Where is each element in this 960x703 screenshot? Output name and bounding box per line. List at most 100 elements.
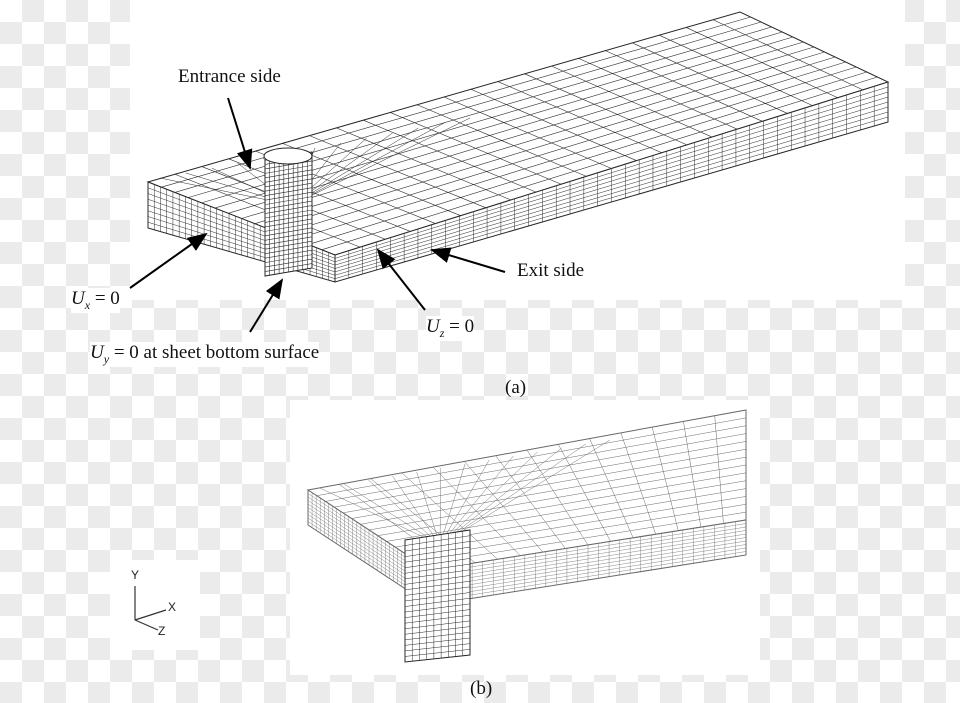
plate-b-front-grid-v [429, 554, 747, 606]
caption-b: (b) [470, 678, 493, 699]
tool-a-grid-v [264, 165, 313, 174]
entrance-side-label: Entrance side [178, 66, 281, 88]
plate-a-left-grid-v [147, 227, 336, 283]
plate-b-front-grid-v [429, 530, 747, 581]
tool-b-grid-v [404, 535, 471, 546]
plate-b-top-grid-v [325, 425, 747, 502]
plate-b-top-grid-v [360, 456, 747, 525]
tool-a-grid-v [264, 263, 313, 272]
plate-a-front-grid-v [334, 86, 889, 259]
plate-b-fan [319, 487, 441, 546]
triad-y-label: Y [131, 568, 140, 582]
plate-b-fan [439, 439, 611, 546]
plate-a-fan [291, 127, 419, 206]
plate-a-fan [291, 122, 445, 206]
tool-b-grid-v [404, 626, 471, 635]
plate-a-top-grid-v [268, 56, 836, 230]
tool-a-grid-v [264, 249, 313, 259]
tool-a-grid-v [264, 214, 313, 223]
tool-b-grid-v [404, 597, 471, 607]
tool-a-grid-v [264, 205, 313, 214]
plate-a-top-grid-v [228, 41, 804, 214]
tool-a-grid-v [264, 209, 313, 219]
tool-b-grid-v [404, 580, 471, 591]
tool-b-grid-v [404, 541, 471, 552]
uz-label: Uz = 0 [426, 316, 475, 341]
ux-label: Ux = 0 [71, 288, 120, 313]
tool-b-grid-v [404, 614, 471, 624]
plate-a-front-grid-v [334, 106, 889, 273]
plate-a-front-grid-v [334, 111, 889, 276]
tool-b-grid-v [404, 575, 471, 585]
coordinate-triad [134, 586, 167, 631]
plate-a-front-grid-v [334, 81, 889, 256]
tool-b-grid-v [404, 586, 471, 596]
caption-a: (a) [505, 377, 527, 398]
tool-b-grid-v [404, 632, 471, 641]
plate-a-front-grid-v [334, 91, 889, 262]
plate-b-fan [439, 459, 490, 546]
plate-a-front-grid-v [334, 96, 889, 266]
plate-b-top-grid-v [377, 472, 747, 536]
tool-b-grid-v [404, 654, 471, 663]
plate-b-fan [416, 471, 441, 546]
uy-arrow [249, 278, 284, 333]
tool-a-grid-v [264, 174, 313, 183]
tool-a-grid-v [264, 169, 313, 179]
plate-b-fan [392, 475, 441, 546]
exit-side-label: Exit side [517, 260, 585, 282]
plate-b-fan [368, 479, 441, 546]
plate-a-top-grid-v [321, 76, 878, 251]
tool-a-grid-v [264, 245, 313, 254]
plate-b-fan [344, 483, 441, 546]
tool-b-grid-v [404, 603, 471, 613]
tool-a-grid-v [264, 227, 313, 237]
tool-a-grid-v [264, 236, 313, 246]
tool-b-grid-v [404, 569, 471, 580]
plate-b-fan [439, 447, 562, 546]
plate-b-top-grid-v [316, 417, 747, 496]
tool-b-grid-v [404, 609, 471, 618]
tool-b-grid-v [404, 563, 471, 574]
plate-b-fan [439, 463, 466, 546]
plate-b-top-grid-v [351, 449, 747, 519]
tool-a-grid-v [264, 200, 313, 210]
tool-b-grid-v [404, 529, 471, 541]
plate-a-top-grid-v [308, 71, 867, 245]
plate-b-top-grid-v [421, 511, 747, 565]
triad-x-label: X [168, 600, 177, 614]
plate-a-top-grid-v [281, 61, 846, 235]
tool-a-grid-v [264, 223, 313, 232]
triad-panel [110, 560, 200, 650]
tool-a-grid-v [264, 178, 313, 188]
uz-arrow [376, 248, 426, 311]
tool-a-grid-v [264, 267, 313, 277]
plate-a-top-grid-v [161, 16, 751, 188]
plate-b-top-grid-v [307, 409, 747, 491]
plate-b-top-grid-v [342, 441, 747, 514]
tool-b-grid-v [404, 649, 471, 657]
tool-b-grid-v [404, 546, 471, 557]
entrance-arrow [227, 97, 253, 170]
tool-b-grid-v [404, 552, 471, 563]
tool-a-grid-v [264, 191, 313, 201]
plate-b-front-grid-v [429, 533, 747, 585]
uy-label: Uy = 0 at sheet bottom surface [90, 342, 320, 367]
ux-arrow [129, 232, 208, 289]
plate-a-front-grid-v [334, 101, 889, 269]
plate-b-fan [439, 455, 514, 546]
tool-a-grid-v [264, 232, 313, 241]
tool-a-grid-v [264, 254, 313, 263]
tool-b-grid-v [404, 558, 471, 568]
tool-b-grid-v [404, 637, 471, 646]
tool-a-grid-v [264, 196, 313, 205]
plate-a-fan [291, 117, 471, 206]
plate-b-fan [439, 443, 586, 546]
tool-a-top [263, 147, 313, 165]
plate-b-fan [439, 451, 538, 546]
plate-a-top-grid-v [241, 46, 815, 219]
tool-a-grid-v [264, 218, 313, 228]
plate-b-front-grid-v [429, 523, 747, 574]
